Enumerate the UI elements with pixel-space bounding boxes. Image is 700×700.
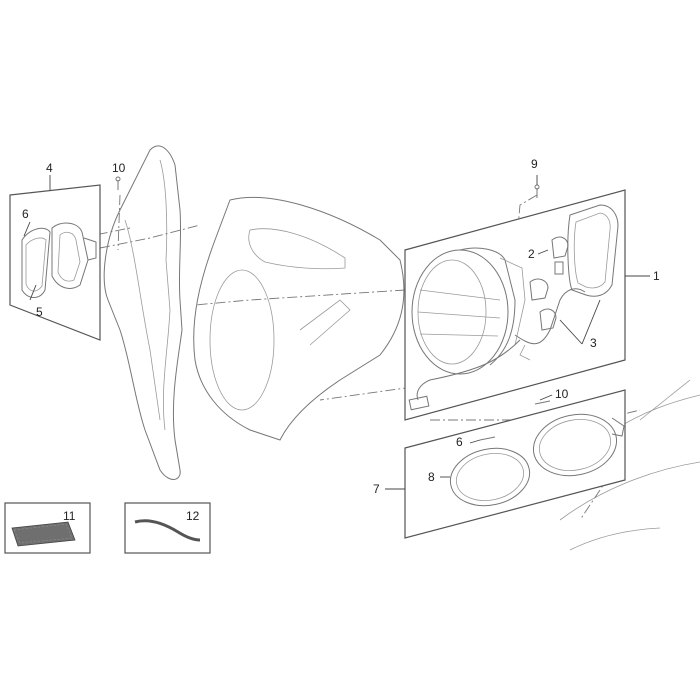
callout-11: 11 bbox=[63, 509, 76, 523]
trim-ring-outer bbox=[532, 413, 625, 477]
bulb-sockets bbox=[529, 236, 569, 331]
panel-side-lamp bbox=[9, 175, 101, 341]
adhesive-pad bbox=[11, 521, 76, 547]
callout-7: 7 bbox=[373, 482, 380, 496]
panel-headlamp-assembly bbox=[404, 189, 650, 421]
callout-8: 8 bbox=[428, 470, 435, 484]
side-lamp-lens bbox=[21, 227, 51, 298]
callout-4: 4 bbox=[46, 161, 53, 175]
callout-3: 3 bbox=[590, 336, 597, 350]
alignment-lines bbox=[79, 194, 641, 521]
callout-9: 9 bbox=[531, 157, 538, 171]
callout-6-left: 6 bbox=[22, 207, 29, 221]
panel-seal-strip bbox=[124, 502, 211, 554]
trim-lens-inner bbox=[449, 447, 531, 507]
callout-12: 12 bbox=[186, 509, 200, 523]
headlamp-unit bbox=[411, 247, 526, 375]
headlamp-frame-gasket bbox=[567, 204, 619, 297]
callout-labels: 1 2 3 4 5 6 6 7 8 9 10 10 11 12 bbox=[22, 157, 660, 523]
callout-2: 2 bbox=[528, 247, 535, 261]
callout-10-right: 10 bbox=[555, 387, 569, 401]
screw-left bbox=[115, 176, 121, 190]
screw-top bbox=[534, 175, 540, 198]
panel-headlamp-trim bbox=[385, 389, 626, 539]
wiring-harness bbox=[408, 288, 586, 411]
panel-adhesive-pad bbox=[4, 502, 91, 554]
callout-1: 1 bbox=[653, 269, 660, 283]
seal-strip bbox=[134, 519, 201, 542]
callout-6-right: 6 bbox=[456, 435, 463, 449]
side-lamp-housing bbox=[51, 222, 97, 289]
callout-5: 5 bbox=[36, 305, 43, 319]
trim-screws bbox=[479, 400, 551, 441]
callout-10-left: 10 bbox=[112, 161, 126, 175]
front-shield-body bbox=[103, 145, 700, 551]
